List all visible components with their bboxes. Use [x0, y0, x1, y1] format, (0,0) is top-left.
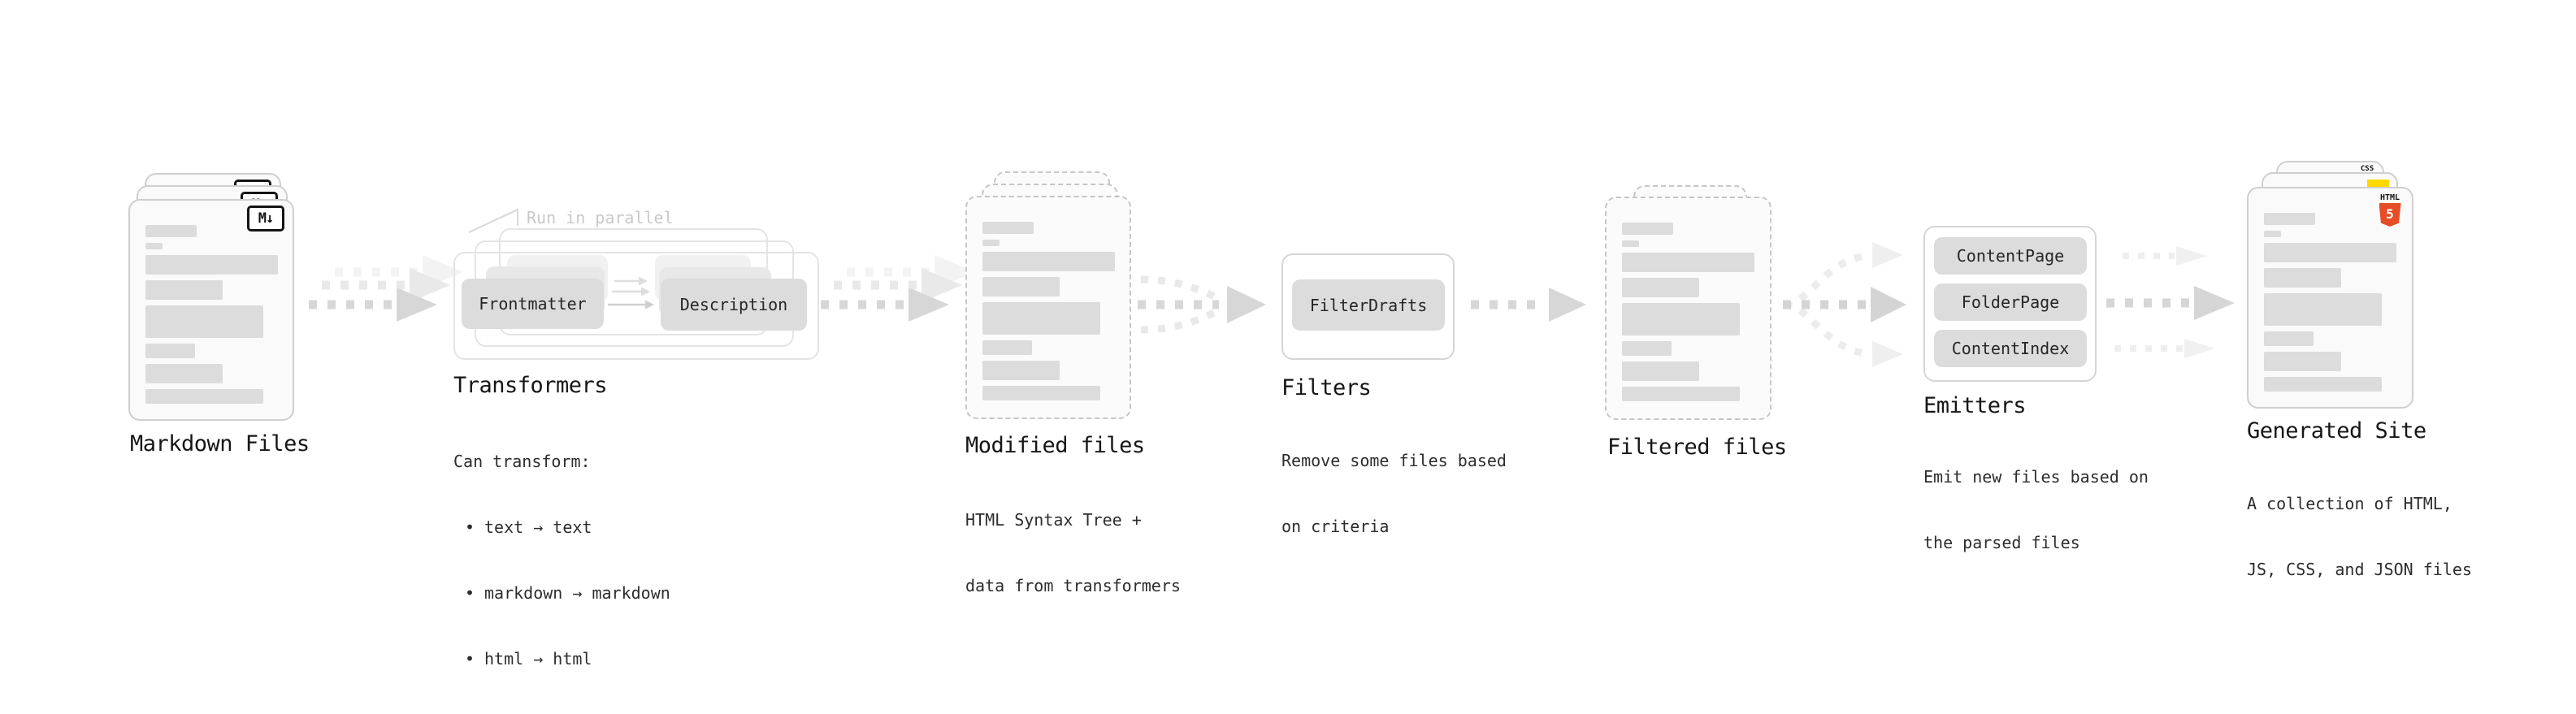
placeholder-bar [982, 386, 1100, 400]
description-line: JS, CSS, and JSON files [2247, 560, 2472, 579]
placeholder-bar [2264, 352, 2341, 371]
document-skeleton [130, 201, 293, 419]
filter-stage-filterdrafts: FilterDrafts [1292, 279, 1445, 331]
placeholder-bar [145, 389, 263, 404]
section-title-transformers: Transformers [453, 373, 608, 398]
placeholder-bar [145, 364, 223, 383]
placeholder-bar [2264, 213, 2315, 225]
description-line: A collection of HTML, [2247, 494, 2452, 513]
run-in-parallel-label: Run in parallel [527, 208, 674, 227]
transformer-stage-description: Description [661, 279, 807, 331]
document-skeleton [2249, 188, 2412, 407]
placeholder-bar [1622, 240, 1639, 247]
placeholder-bar [1622, 278, 1699, 297]
placeholder-bar [982, 361, 1060, 380]
flow-arrow-ghost-icon [322, 268, 450, 302]
file-card-front [965, 196, 1131, 419]
placeholder-bar [145, 280, 223, 300]
html5-icon: HTML 5 [2378, 193, 2402, 227]
placeholder-bar [145, 243, 163, 249]
description-line: Can transform: [453, 452, 591, 471]
section-title-markdown-files: Markdown Files [130, 431, 310, 457]
placeholder-bar [982, 222, 1034, 234]
placeholder-bar [982, 277, 1060, 296]
transformer-stage-frontmatter: Frontmatter [462, 279, 604, 329]
bullet-icon: • [465, 649, 475, 669]
filters-description: Remove some files based on criteria [1281, 406, 1507, 582]
mini-arrow-icon [608, 300, 654, 309]
placeholder-bar [1622, 361, 1699, 381]
placeholder-bar [145, 225, 197, 237]
bullet-item: •markdown → markdown [465, 583, 670, 603]
placeholder-bar [982, 240, 1000, 246]
description-line: Remove some files based [1281, 451, 1507, 470]
file-card-front: HTML 5 [2247, 187, 2413, 409]
placeholder-bar [1622, 341, 1672, 356]
emitter-stage-contentindex: ContentIndex [1934, 330, 2087, 367]
section-title-modified-files: Modified files [965, 433, 1145, 458]
flow-arrow-faint-icon [2123, 246, 2207, 266]
placeholder-bar [145, 305, 263, 338]
description-line: on criteria [1281, 517, 1390, 536]
section-title-generated-site: Generated Site [2247, 418, 2426, 444]
file-card-front [1605, 197, 1772, 420]
placeholder-bar [2264, 331, 2314, 346]
javascript-icon [2367, 180, 2389, 188]
merge-arrow-icon [1138, 275, 1266, 334]
flow-arrow-faint-icon [2114, 339, 2215, 358]
placeholder-bar [2264, 293, 2382, 326]
placeholder-bar [1622, 387, 1740, 401]
bullet-item: •html → html [465, 649, 592, 669]
bullet-item: •text → text [465, 517, 592, 537]
description-line: the parsed files [1923, 533, 2080, 552]
placeholder-bar [982, 252, 1115, 271]
flow-arrow-icon [1471, 288, 1586, 322]
placeholder-bar [2264, 268, 2341, 288]
description-line: HTML Syntax Tree + [965, 510, 1142, 530]
file-card-front: M↓ [128, 199, 294, 421]
placeholder-bar [1622, 253, 1754, 272]
bullet-icon: • [465, 517, 475, 537]
emitters-description: Emit new files based on the parsed files [1923, 422, 2149, 598]
document-skeleton [1607, 198, 1770, 418]
placeholder-bar [145, 255, 278, 275]
mini-arrow-icon [612, 287, 650, 296]
placeholder-bar [2264, 231, 2281, 237]
description-line: Emit new files based on [1923, 467, 2149, 487]
placeholder-bar [982, 302, 1100, 335]
parallel-frame-front [453, 252, 819, 360]
mini-arrow-icon [614, 276, 648, 286]
callout-leader-line [468, 208, 518, 233]
placeholder-bar [2264, 243, 2396, 262]
document-skeleton [967, 197, 1130, 418]
fanout-arrow-icon [1783, 242, 1906, 367]
section-title-emitters: Emitters [1923, 393, 2027, 418]
section-title-filtered-files: Filtered files [1607, 435, 1787, 460]
pipeline-diagram: M↓ M↓ M↓ Markdown Files Run in parallel [128, 161, 2472, 669]
placeholder-bar [145, 344, 195, 358]
modified-files-description: HTML Syntax Tree + data from transformer… [965, 465, 1181, 641]
section-title-filters: Filters [1281, 375, 1372, 400]
placeholder-bar [2264, 377, 2382, 392]
flow-arrow-icon [2106, 286, 2235, 320]
markdown-icon: M↓ [247, 206, 284, 232]
placeholder-bar [1622, 303, 1740, 335]
emitter-stage-contentpage: ContentPage [1934, 237, 2087, 275]
placeholder-bar [1622, 223, 1673, 235]
flow-arrow-icon [309, 288, 437, 322]
description-line: data from transformers [965, 576, 1181, 595]
placeholder-bar [982, 340, 1032, 355]
bullet-icon: • [465, 583, 475, 603]
emitter-stage-folderpage: FolderPage [1934, 283, 2087, 321]
flow-arrow-icon [821, 288, 949, 322]
generated-site-description: A collection of HTML, JS, CSS, and JSON … [2247, 449, 2472, 625]
flow-arrow-ghost-icon [834, 268, 962, 302]
transformers-description: Can transform: •text → text •markdown → … [453, 407, 670, 714]
